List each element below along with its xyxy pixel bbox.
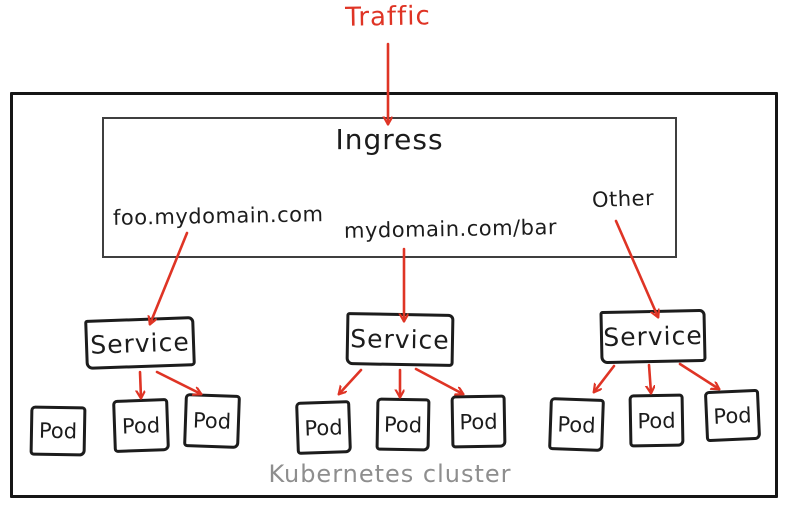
pod-label: Pod (637, 408, 676, 433)
pod-label: Pod (557, 411, 596, 438)
service-box-3: Service (599, 308, 707, 365)
service-label: Service (350, 324, 450, 355)
ingress-rule-mydomain-bar: mydomain.com/bar (343, 215, 558, 243)
pod-box-g1-3: Pod (183, 393, 241, 449)
pod-box-g3-3: Pod (703, 388, 762, 443)
service-box-2: Service (345, 312, 455, 367)
service-box-1: Service (84, 316, 196, 370)
pod-label: Pod (383, 412, 423, 437)
service-label: Service (89, 326, 191, 360)
pod-label: Pod (304, 414, 343, 441)
pod-label: Pod (121, 412, 161, 439)
pod-label: Pod (459, 409, 498, 434)
pod-box-g2-2: Pod (375, 397, 431, 452)
traffic-label: Traffic (344, 1, 432, 33)
kubernetes-cluster-box (10, 92, 778, 498)
service-label: Service (603, 320, 703, 353)
pod-box-g1-2: Pod (112, 398, 170, 453)
pod-box-g3-1: Pod (548, 397, 605, 452)
ingress-rule-foo-mydomain: foo.mydomain.com (112, 202, 324, 230)
ingress-title: Ingress (335, 123, 444, 156)
pod-label: Pod (38, 418, 78, 444)
pod-box-g1-1: Pod (29, 405, 87, 457)
pod-box-g2-3: Pod (450, 394, 507, 449)
pod-box-g3-2: Pod (628, 393, 685, 448)
ingress-rule-other: Other (591, 185, 655, 213)
pod-label: Pod (712, 402, 753, 429)
kubernetes-cluster-label: Kubernetes cluster (268, 460, 512, 488)
pod-label: Pod (192, 408, 232, 434)
pod-box-g2-1: Pod (295, 400, 352, 455)
